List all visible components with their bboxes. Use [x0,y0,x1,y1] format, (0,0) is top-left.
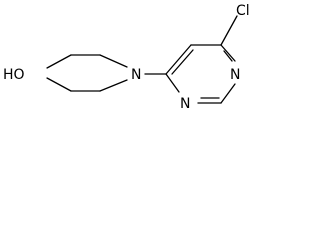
pyrimidine-nitrogen-top-label: N [230,67,240,83]
bond-c6-cl [220,15,238,46]
bond-n3-c4 [165,73,180,93]
bond-n1-c6 [99,79,128,92]
pyrimidine-ring [165,44,236,104]
molecule-structure-diagram: HO N N N Cl [3,3,250,112]
bond-c4-c3 [46,54,72,69]
bond-c6-n1 [220,44,236,62]
bond-n1-c2 [220,83,236,104]
piperidine-nitrogen-label: N [131,67,141,83]
bond-c5-c4 [46,77,72,92]
pyrimidine-nitrogen-bottom-label: N [180,96,190,112]
bond-c2-n1 [99,54,128,68]
chlorine-label: Cl [236,3,250,19]
bond-c4-c5-inner [171,49,194,75]
hydroxyl-label: HO [3,67,25,83]
bond-c4-c5 [165,44,192,75]
bond-c6-n1-inner [223,50,233,62]
piperidine-ring [46,54,128,92]
